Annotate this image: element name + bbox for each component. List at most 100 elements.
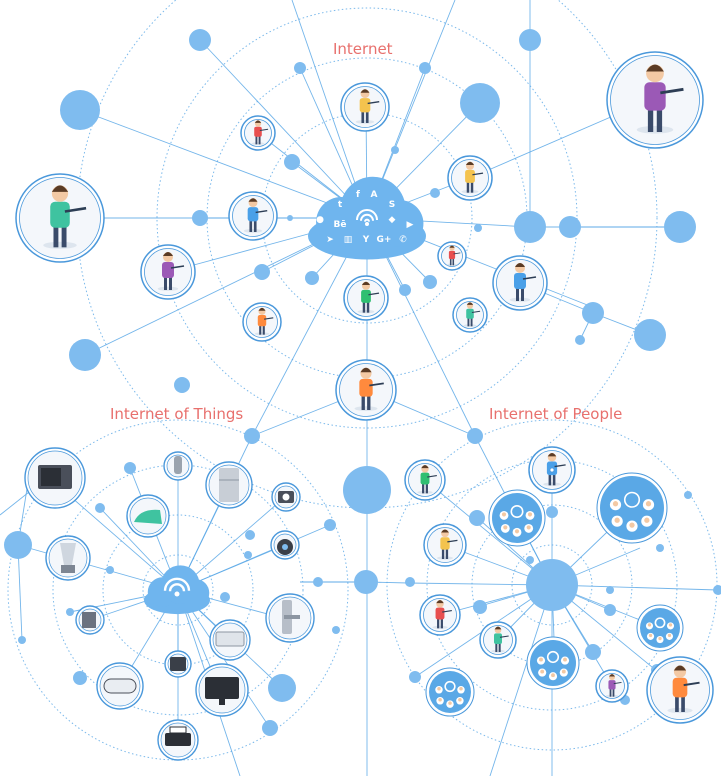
tablet — [255, 209, 268, 214]
person-avatar — [447, 155, 493, 201]
network-node — [474, 224, 482, 232]
connection-line — [199, 39, 368, 219]
connection-line — [489, 584, 553, 776]
hair — [449, 245, 455, 248]
left-leg — [548, 473, 552, 486]
network-node — [419, 62, 431, 74]
network-node — [244, 551, 252, 559]
wifi-dot — [365, 222, 369, 226]
floor-shadow — [417, 490, 433, 494]
school-group-icon — [549, 467, 555, 473]
hair — [360, 89, 370, 93]
google-plus-icon: G+ — [377, 235, 392, 245]
floor-shadow — [461, 189, 479, 194]
floor-shadow — [491, 649, 505, 653]
person-avatar — [606, 51, 704, 149]
left-leg — [361, 394, 365, 410]
network-node — [4, 531, 32, 559]
orbit-ring — [156, 7, 578, 429]
network-node — [124, 462, 136, 474]
shirt — [247, 207, 259, 222]
member-face — [503, 525, 508, 530]
network-node — [664, 211, 696, 243]
right-leg — [470, 181, 474, 193]
coffee-machine-icon — [75, 605, 105, 635]
network-node — [354, 570, 378, 594]
blender-icon — [45, 535, 91, 581]
internet-of-things-label: Internet of Things — [110, 405, 244, 423]
network-node — [268, 674, 296, 702]
member-face — [540, 669, 545, 674]
network-node — [189, 29, 211, 51]
shirt — [361, 289, 371, 303]
hair — [466, 302, 474, 305]
tablet — [499, 635, 509, 638]
right-leg — [425, 482, 428, 494]
person-avatar — [335, 359, 397, 421]
member-face — [514, 529, 520, 534]
tablet — [264, 317, 274, 320]
left-leg — [361, 110, 365, 123]
hair — [515, 263, 525, 267]
network-node — [399, 284, 411, 296]
connection-line — [177, 524, 331, 591]
left-leg — [466, 181, 470, 193]
network-node — [460, 83, 500, 123]
floor-shadow — [437, 556, 453, 560]
wifi-icon — [356, 209, 378, 221]
iron-icon — [126, 494, 170, 538]
network-node — [391, 146, 399, 154]
member-face — [438, 698, 442, 702]
right-leg — [452, 258, 455, 266]
hair — [51, 185, 69, 192]
network-node — [606, 586, 614, 594]
person-avatar — [419, 594, 461, 636]
shirt — [440, 537, 450, 550]
person-avatar — [228, 191, 278, 241]
member-face — [526, 525, 531, 530]
group-emblem — [510, 504, 524, 519]
network-node — [294, 62, 306, 74]
member-face — [612, 501, 619, 507]
member-face — [458, 698, 462, 702]
member-face — [527, 512, 533, 517]
person-avatar — [479, 621, 517, 659]
member-face — [645, 501, 652, 507]
right-leg — [552, 473, 556, 486]
washing-group-icon — [425, 667, 475, 717]
shirt — [494, 633, 502, 644]
tablet — [64, 206, 87, 213]
floor-shadow — [432, 625, 448, 630]
floor-shadow — [254, 332, 270, 336]
shirt — [359, 378, 373, 397]
left-leg — [609, 688, 612, 697]
floor-shadow — [463, 324, 477, 327]
tablet — [369, 382, 384, 387]
left-leg — [362, 301, 366, 313]
person-avatar — [437, 241, 467, 271]
hair — [163, 252, 173, 256]
network-node — [473, 600, 487, 614]
floor-shadow — [354, 406, 378, 411]
dental-group-icon — [526, 636, 580, 690]
ycombinator-icon: Y — [362, 235, 370, 245]
shirt — [466, 308, 474, 319]
telegram-icon: ➤ — [326, 235, 334, 245]
network-node — [174, 377, 190, 393]
airbnb-icon: A — [371, 190, 378, 200]
shirt — [672, 677, 688, 698]
orbit-ring — [7, 419, 349, 761]
shirt — [254, 126, 262, 137]
fridge-icon — [205, 461, 253, 509]
floor-shadow — [357, 309, 375, 314]
floor-shadow — [543, 482, 561, 487]
people-avatars — [15, 51, 714, 724]
hair — [441, 529, 449, 533]
floor-shadow — [509, 297, 531, 302]
network-node — [656, 544, 664, 552]
wifi-dot — [174, 591, 180, 597]
shirt — [644, 82, 666, 111]
person-avatar — [15, 173, 105, 263]
connection-line — [79, 109, 368, 219]
